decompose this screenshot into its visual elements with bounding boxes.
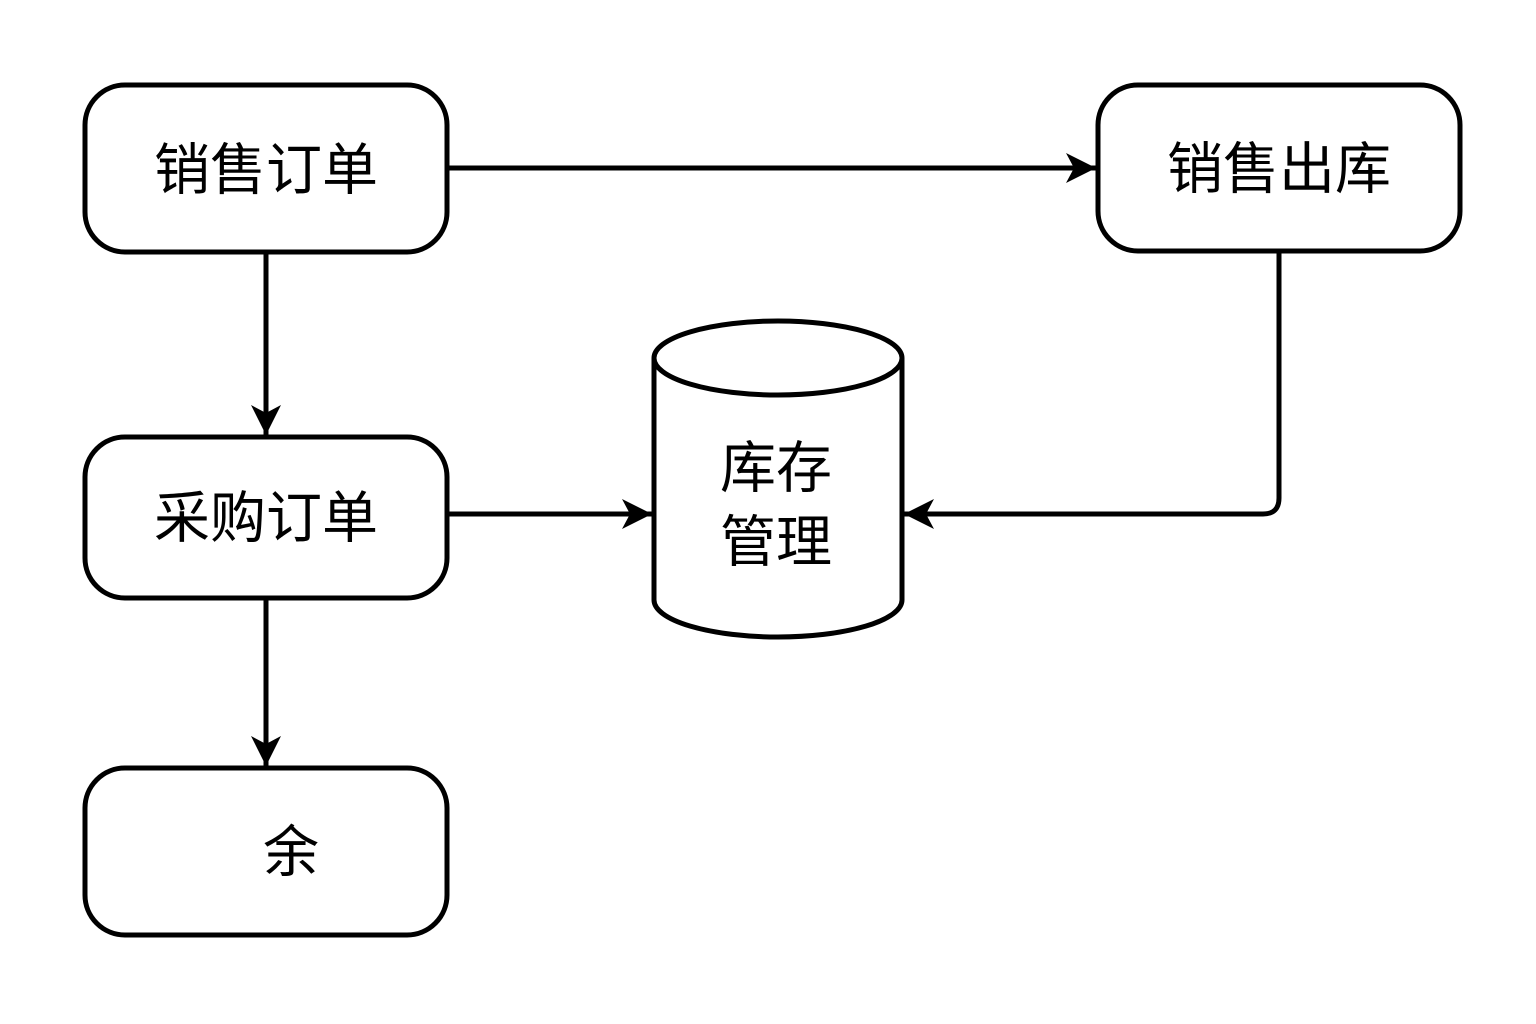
node-sales-order: 销售订单 xyxy=(82,82,450,255)
remainder-label: 余 xyxy=(263,821,319,884)
node-purchase-order: 采购订单 xyxy=(82,434,450,601)
purchase-order-box xyxy=(82,434,450,601)
inventory-cylinder-body xyxy=(651,358,905,640)
node-sales-outbound: 销售出库 xyxy=(1095,82,1463,254)
node-remainder: 余 xyxy=(82,765,450,938)
sales-outbound-box xyxy=(1095,82,1463,254)
inventory-label-line1: 库存 xyxy=(720,437,832,500)
sales-order-box xyxy=(82,82,450,255)
edge-sales-outbound-to-inventory xyxy=(904,251,1282,529)
purchase-order-label: 采购订单 xyxy=(154,487,378,550)
remainder-box xyxy=(82,765,450,938)
sales-outbound-label: 销售出库 xyxy=(1167,138,1391,201)
inventory-label-line2: 管理 xyxy=(720,511,832,574)
inventory-cylinder-top xyxy=(651,318,905,398)
node-inventory-management: 库存 管理 xyxy=(651,318,905,640)
sales-order-label: 销售订单 xyxy=(154,139,378,202)
